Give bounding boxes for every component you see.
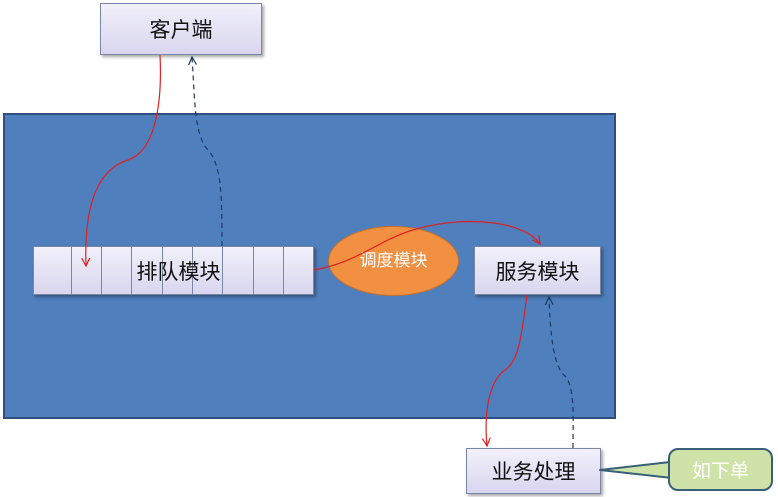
response-arrow-queue-to-client bbox=[192, 57, 223, 247]
queue-slot bbox=[283, 247, 284, 294]
business-processing-box: 业务处理 bbox=[466, 448, 601, 494]
queue-slot bbox=[222, 247, 223, 294]
response-arrow-business-to-service bbox=[549, 297, 574, 449]
service-module-label: 服务模块 bbox=[495, 259, 580, 284]
service-module-box: 服务模块 bbox=[474, 246, 601, 295]
callout-note: 如下单 bbox=[668, 448, 773, 491]
callout-label: 如下单 bbox=[691, 460, 749, 482]
queue-module-bar: 排队模块 bbox=[33, 246, 314, 295]
queue-slot bbox=[101, 247, 102, 294]
client-box: 客户端 bbox=[100, 3, 262, 55]
queue-slot bbox=[71, 247, 72, 294]
request-arrow-queue-to-service bbox=[313, 220, 540, 271]
queue-slot bbox=[131, 247, 132, 294]
queue-slot bbox=[253, 247, 254, 294]
client-label: 客户端 bbox=[149, 18, 213, 42]
callout-pointer bbox=[599, 461, 673, 479]
request-arrow-service-to-business bbox=[486, 294, 528, 446]
queue-slot bbox=[192, 247, 193, 294]
business-processing-label: 业务处理 bbox=[491, 460, 576, 484]
request-arrow-client-to-queue bbox=[86, 54, 162, 266]
queue-slot bbox=[162, 247, 163, 294]
scheduler-label: 调度模块 bbox=[359, 251, 428, 271]
queue-module-label: 排队模块 bbox=[136, 259, 221, 284]
